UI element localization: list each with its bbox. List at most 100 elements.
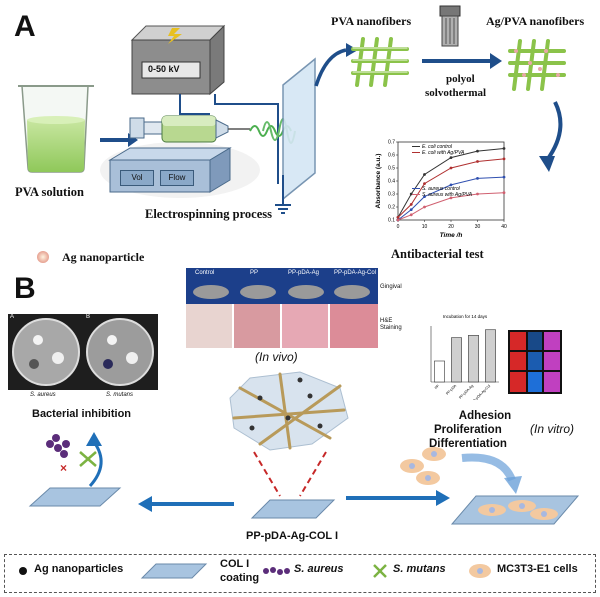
gingival-photo-row <box>186 268 378 304</box>
vol-button[interactable]: Vol <box>120 170 154 186</box>
series-point <box>409 208 413 211</box>
invivo-header-0: Control <box>195 270 215 276</box>
x-tick-label: 20 <box>448 224 454 230</box>
scaffold-substrate-icon <box>250 499 336 519</box>
scaffold-label: PP-pDA-Ag-COL I <box>246 530 339 542</box>
pva-beaker-icon <box>18 85 94 173</box>
pva-nanofibers-label: PVA nanofibers <box>331 14 412 28</box>
series-point <box>476 192 479 196</box>
y-tick-label: 0.7 <box>388 140 395 146</box>
antibacterial-test-label: Antibacterial test <box>391 247 484 261</box>
bar <box>434 360 445 383</box>
s-aureus-legend-icon <box>263 567 290 575</box>
bar-category-label: PP <box>434 383 441 390</box>
bar <box>451 337 462 383</box>
mc3t3-cell-legend-icon <box>469 564 491 578</box>
panel-a-letter: A <box>14 10 36 43</box>
series-point <box>423 182 426 185</box>
x-axis-label: Time /h <box>440 232 463 239</box>
svg-text:×: × <box>60 461 67 475</box>
pva-solution-label: PVA solution <box>15 185 84 199</box>
ag-nanoparticle-dot-icon <box>37 251 49 263</box>
series-line <box>397 192 505 221</box>
adhesion-label: Adhesion <box>458 410 512 422</box>
electrospinning-label: Electrospinning process <box>145 207 272 221</box>
y-tick-label: 0.6 <box>388 153 395 159</box>
arrow-to-antibacterial-test <box>539 101 563 172</box>
supply-wires <box>179 94 279 184</box>
series-point <box>409 203 413 206</box>
proliferation-label: Proliferation <box>434 424 502 436</box>
series-point <box>409 213 413 217</box>
s-aureus-dish-caption: S. aureus <box>30 392 56 398</box>
series-point <box>502 191 506 195</box>
pva-nanofiber-mesh-icon <box>351 37 409 87</box>
series-point <box>502 147 506 150</box>
in-vitro-label: (In vitro) <box>530 422 575 436</box>
legend-entry: E. coli with Ag/PVA <box>422 150 465 156</box>
col-coating-legend-icon <box>140 563 208 579</box>
electrospinning-jet-collector <box>249 57 316 214</box>
legend-box <box>4 554 596 593</box>
legend-ag-nanoparticles: Ag nanoparticles <box>34 563 124 575</box>
series-point <box>396 216 400 219</box>
series-point <box>476 177 479 180</box>
y-tick-label: 0.3 <box>388 192 395 198</box>
legend-entry: E. coli control <box>422 144 453 150</box>
legend-entry: S. aureus with Ag/PVA <box>422 192 473 198</box>
y-tick-label: 0.1 <box>388 218 395 224</box>
series-line <box>397 148 505 218</box>
legend-entry: S. aureus control <box>422 186 461 192</box>
ag-pva-nanofibers-label: Ag/PVA nanofibers <box>486 14 585 28</box>
series-point <box>502 157 506 161</box>
zoom-dashed-lines <box>253 451 327 497</box>
bar <box>485 329 496 383</box>
series-point <box>476 160 479 163</box>
series-point <box>409 192 413 196</box>
scaffold-3d-icon <box>229 371 349 451</box>
chart-plot-frame <box>397 141 505 221</box>
ag-pva-nanofiber-mesh-icon <box>508 39 566 91</box>
bacterial-inhibition-label: Bacterial inhibition <box>32 408 132 420</box>
series-point <box>423 205 426 209</box>
legend-col-coating-1: COL I <box>220 558 250 570</box>
solvothermal-label: solvothermal <box>425 87 487 99</box>
y-tick-label: 0.2 <box>388 205 395 211</box>
x-tick-label: 0 <box>397 224 400 230</box>
s-mutans-legend-icon <box>373 564 387 578</box>
legend-mc3t3: MC3T3-E1 cells <box>497 563 578 575</box>
fluorescence-image-grid <box>508 330 562 394</box>
voltage-readout: 0-50 kV <box>148 64 180 74</box>
flow-button[interactable]: Flow <box>160 170 194 186</box>
legend-s-aureus: S. aureus <box>294 563 344 575</box>
series-point <box>423 173 426 176</box>
x-tick-label: 30 <box>475 224 481 230</box>
high-voltage-supply <box>130 24 226 96</box>
invivo-header-1: PP <box>250 270 259 276</box>
in-vivo-label: (In vivo) <box>255 350 298 364</box>
bar-chart-title: Incubation for 14 days <box>443 314 488 319</box>
series-point <box>476 149 479 153</box>
legend-col-coating-2: coating <box>220 572 260 584</box>
invivo-header-2: PP-pDA-Ag <box>288 270 320 276</box>
petri-dishes-icon <box>12 318 154 386</box>
arrow-to-cell-culture <box>346 490 450 506</box>
y-axis-label: Absorbance (a.u.) <box>375 154 382 209</box>
legend-s-mutans: S. mutans <box>393 563 446 575</box>
petri-dish-photo: A B <box>8 314 158 390</box>
series-point <box>502 175 506 179</box>
series-line <box>397 176 505 221</box>
series-line <box>397 158 505 218</box>
dish-a-letter: A <box>10 314 15 320</box>
polyol-label: polyol <box>446 73 475 85</box>
y-tick-label: 0.5 <box>388 166 395 172</box>
jaw-specimens-icon <box>193 285 370 299</box>
series-point <box>449 196 453 200</box>
ag-nanoparticle-legend-icon <box>19 567 27 575</box>
series-point <box>423 195 426 198</box>
x-tick-label: 10 <box>422 224 428 230</box>
series-point <box>449 166 453 170</box>
